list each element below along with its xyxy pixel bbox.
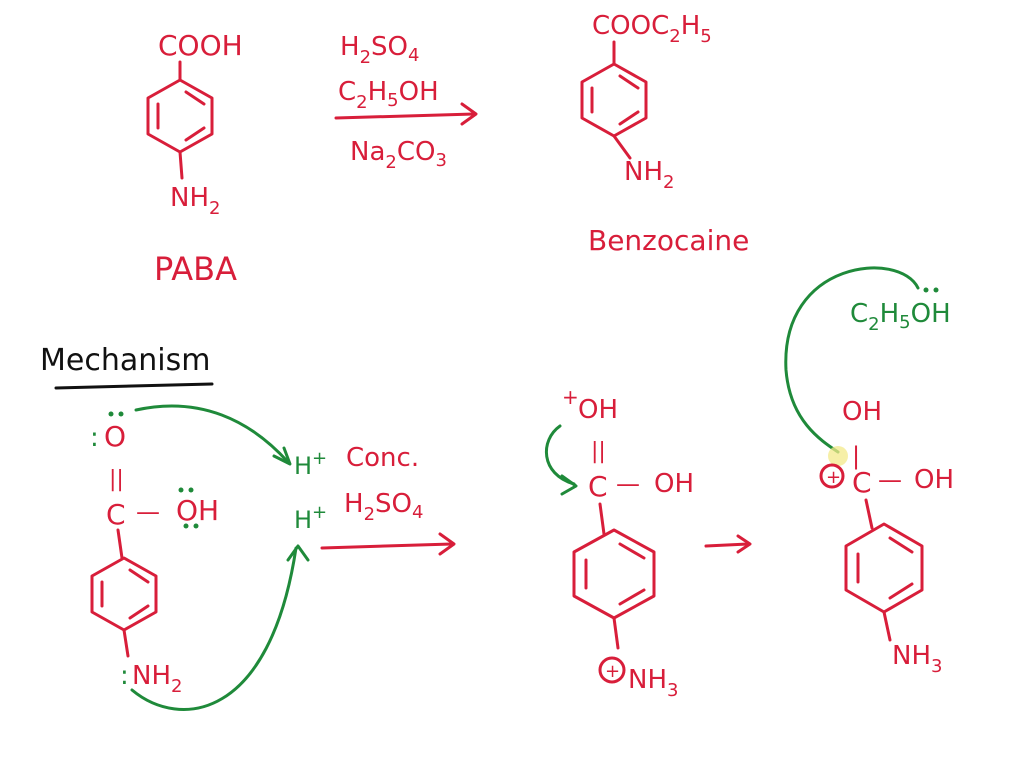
acid-sulfuric: H2SO4 bbox=[344, 489, 423, 525]
step3-ring-bottom-bond bbox=[882, 610, 892, 642]
step2-ring-inner-line-2 bbox=[618, 542, 646, 560]
step1-double-bond: || bbox=[109, 467, 124, 492]
curved-arrow-oxygen-to-proton bbox=[134, 404, 290, 464]
paba-name: PABA bbox=[154, 250, 237, 288]
step1-ring-inner-line-2 bbox=[128, 568, 150, 584]
curved-arrow-oxygen-head bbox=[272, 446, 292, 466]
step2-oxonium-charge: + bbox=[562, 385, 579, 409]
step1-carbon: C bbox=[106, 498, 126, 531]
step3-dash: — bbox=[878, 466, 902, 494]
electron-flow-arrows bbox=[130, 404, 310, 711]
reagent-ethanol: C2H5OH bbox=[338, 77, 439, 113]
step1-ring-bottom-bond bbox=[122, 628, 130, 658]
step1-hydroxyl: OH bbox=[176, 494, 219, 527]
mechanism-acid: H+ Conc. H+ H2SO4 bbox=[294, 443, 456, 556]
paba-bottom-bond bbox=[178, 150, 184, 180]
ethanol-o-dot-1 bbox=[923, 287, 929, 293]
reaction-arrow-head bbox=[460, 102, 478, 126]
step1-ring-inner-line-3 bbox=[128, 604, 150, 620]
step2-ring-bottom-bond bbox=[612, 616, 620, 650]
step3-carbon: C bbox=[852, 466, 872, 499]
curved-arrow-amine-head bbox=[286, 544, 310, 562]
paba-molecule: COOH NH2 PABA bbox=[146, 29, 243, 288]
step2-ring-inner-line-3 bbox=[618, 588, 646, 606]
step3-ammonium: NH3 bbox=[892, 641, 942, 677]
step2-top-hydroxyl: OH bbox=[578, 395, 618, 425]
benzocaine-ring-inner-line-3 bbox=[618, 110, 640, 126]
mechanism-heading: Mechanism bbox=[40, 343, 210, 378]
step3-top-hydroxyl: OH bbox=[842, 397, 882, 427]
step1-dash: — bbox=[136, 498, 160, 526]
step1-o-lone-pair: : bbox=[90, 423, 99, 453]
step1-reaction-arrow-head bbox=[438, 532, 456, 556]
step2-ring-top-bond bbox=[598, 502, 606, 536]
acid-note-conc: Conc. bbox=[346, 443, 419, 473]
step2-ammonium-charge-circle bbox=[598, 656, 626, 684]
step3-ring-inner-line-3 bbox=[888, 582, 914, 600]
benzocaine-amine-label: NH2 bbox=[624, 157, 674, 193]
step3-hydroxyl: OH bbox=[914, 465, 954, 495]
proton-2: H+ bbox=[294, 502, 327, 534]
step2-ammonium-charge: + bbox=[605, 661, 620, 682]
step1-reaction-arrow-shaft bbox=[320, 542, 454, 550]
step1-o-dot-1 bbox=[108, 411, 114, 417]
step3-carbocation-charge: + bbox=[826, 467, 841, 488]
step1-ring-top-bond bbox=[116, 528, 124, 560]
step2-to-step3-arrow-head bbox=[736, 534, 752, 554]
benzocaine-molecule: COOC2H5 NH2 Benzocaine bbox=[580, 11, 749, 257]
step1-oh-dot-3 bbox=[183, 523, 189, 529]
ethanol-attack-curved-arrow bbox=[784, 266, 920, 454]
benzocaine-ring-inner-line-2 bbox=[618, 74, 640, 90]
benzocaine-name: Benzocaine bbox=[588, 224, 749, 257]
reagent-sodium-carbonate: Na2CO3 bbox=[350, 137, 447, 173]
step3-ring-inner-line-2 bbox=[888, 536, 914, 554]
step1-amine: NH2 bbox=[132, 661, 182, 697]
paba-ring-inner-line-2 bbox=[184, 90, 206, 106]
mechanism-step1-molecule: : O || C — OH : NH2 bbox=[90, 411, 219, 697]
step1-amine-lone-pair: : bbox=[120, 661, 129, 691]
mechanism-heading-underline bbox=[54, 382, 214, 390]
reagent-sulfuric-acid: H2SO4 bbox=[340, 32, 419, 68]
step2-hydroxyl: OH bbox=[654, 469, 694, 499]
paba-amine-label: NH2 bbox=[170, 183, 220, 219]
step3-carbocation-charge-circle bbox=[819, 463, 845, 489]
step1-oh-dot-4 bbox=[193, 523, 199, 529]
reaction-conditions: H2SO4 C2H5OH Na2CO3 bbox=[334, 32, 478, 173]
step2-ammonium: NH3 bbox=[628, 665, 678, 701]
ethanol-nucleophile: C2H5OH bbox=[850, 299, 951, 335]
step1-oh-dot-1 bbox=[178, 487, 184, 493]
benzocaine-ester-label: COOC2H5 bbox=[592, 11, 712, 47]
step1-oh-dot-2 bbox=[188, 487, 194, 493]
step2-curved-arrow-head bbox=[560, 474, 578, 496]
reaction-arrow-shaft bbox=[334, 112, 476, 120]
paba-carboxyl-label: COOH bbox=[158, 29, 243, 62]
step2-curved-arrow bbox=[544, 424, 576, 486]
step2-to-step3-arrow-shaft bbox=[704, 542, 750, 548]
step2-dash: — bbox=[616, 470, 640, 498]
paba-ring-inner-line-3 bbox=[184, 126, 206, 142]
ethanol-o-dot-2 bbox=[933, 287, 939, 293]
proton-1: H+ bbox=[294, 448, 327, 480]
curved-arrow-amine-to-proton bbox=[130, 546, 298, 711]
step1-o-dot-2 bbox=[118, 411, 124, 417]
step1-carbonyl-oxygen: O bbox=[104, 420, 126, 453]
benzocaine-bottom-bond bbox=[612, 134, 632, 160]
mechanism-heading-group: Mechanism bbox=[40, 343, 214, 390]
step3-single-bond: | bbox=[852, 442, 860, 470]
step3-ring-top-bond bbox=[864, 498, 874, 530]
mechanism-step2-molecule: + OH || C — OH + NH3 bbox=[544, 385, 694, 701]
step3-highlight-dot bbox=[828, 446, 848, 466]
mechanism-step3-molecule: C2H5OH OH | + C — OH NH3 bbox=[784, 266, 954, 677]
step2-carbon: C bbox=[588, 470, 608, 503]
step2-double-bond: || bbox=[591, 439, 606, 464]
